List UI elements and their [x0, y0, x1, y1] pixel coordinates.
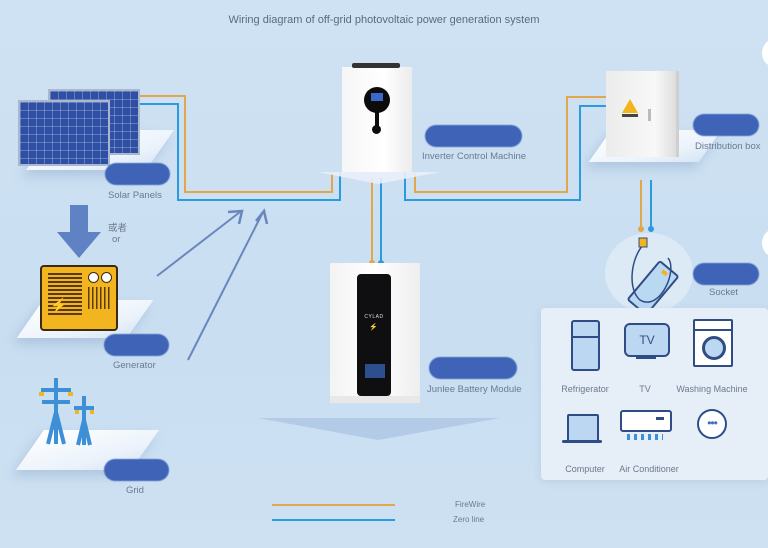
- socket-label-pill: [693, 263, 759, 285]
- grid-arrowhead: [255, 208, 269, 225]
- inverter-display: [364, 87, 390, 113]
- battery-front-panel: CYLAD ⚡: [357, 274, 391, 396]
- inverter-label: Inverter Control Machine: [422, 151, 527, 162]
- battery-device: CYLAD ⚡: [330, 263, 420, 403]
- air-conditioner-icon: [620, 410, 672, 432]
- appliance-label: Washing Machine: [676, 384, 748, 394]
- distribution-box-label: Distribution box: [695, 141, 761, 152]
- generator-icon: ⚡: [40, 265, 118, 331]
- generator-arrow: [156, 211, 241, 277]
- appliance-label: Air Conditioner: [619, 464, 679, 474]
- solar-panel-front: [18, 100, 110, 166]
- socket-fire-terminal: [638, 226, 644, 232]
- socket-label: Socket: [709, 287, 739, 298]
- washing-machine-icon: [693, 319, 733, 367]
- refrigerator-icon: [571, 320, 600, 371]
- solar-panels-label: Solar Panels: [108, 190, 162, 201]
- battery-label-pill: [429, 357, 517, 379]
- legend-firewire-label: FireWire: [455, 500, 486, 509]
- generator-label: Generator: [113, 360, 156, 371]
- battery-brand: CYLAD: [364, 314, 384, 320]
- inverter-device: [342, 63, 412, 172]
- tv-icon: TV: [624, 323, 670, 357]
- appliance-label: Computer: [565, 464, 605, 474]
- appliance-label: Refrigerator: [561, 384, 609, 394]
- zero-line-solar-inverter: [130, 103, 341, 201]
- tv-screen-text: TV: [639, 333, 655, 347]
- grid-label-pill: [104, 459, 169, 481]
- distribution-box-device: [606, 71, 679, 157]
- computer-icon: [567, 414, 599, 442]
- socket-zero-terminal: [648, 226, 654, 232]
- distribution-label-pill: [693, 114, 759, 136]
- battery-label: Junlee Battery Module: [427, 384, 522, 395]
- down-arrow-icon: [57, 205, 101, 258]
- right-edge-circle-top: [762, 38, 768, 68]
- battery-base: [258, 418, 500, 440]
- warning-icon: [622, 99, 638, 113]
- air-conditioner-vents: [627, 434, 663, 440]
- generator-label-pill: [104, 334, 169, 356]
- diagram-title: Wiring diagram of off-grid photovoltaic …: [228, 14, 540, 26]
- tv-stand: [636, 357, 656, 359]
- inverter-label-pill: [425, 125, 522, 147]
- computer-base: [562, 440, 602, 443]
- right-edge-circle-bottom: [762, 228, 768, 258]
- solar-label-pill: [105, 163, 170, 185]
- inverter-base: [318, 172, 440, 184]
- grid-arrow: [187, 211, 264, 361]
- legend-zeroline-label: Zero line: [453, 515, 485, 524]
- or-text-cn: 或者: [108, 223, 128, 234]
- zero-line-inverter-distribution: [404, 105, 608, 201]
- or-text-en: or: [112, 234, 121, 245]
- appliance-label: TV: [639, 384, 651, 394]
- plug-icon: [638, 237, 648, 248]
- fire-wire-solar-inverter: [130, 95, 333, 193]
- fire-wire-inverter-distribution: [414, 96, 608, 193]
- grid-label: Grid: [126, 485, 144, 496]
- power-tower-icon: [41, 378, 94, 446]
- more-icon[interactable]: •••: [697, 409, 727, 439]
- generator-arrowhead: [227, 209, 244, 225]
